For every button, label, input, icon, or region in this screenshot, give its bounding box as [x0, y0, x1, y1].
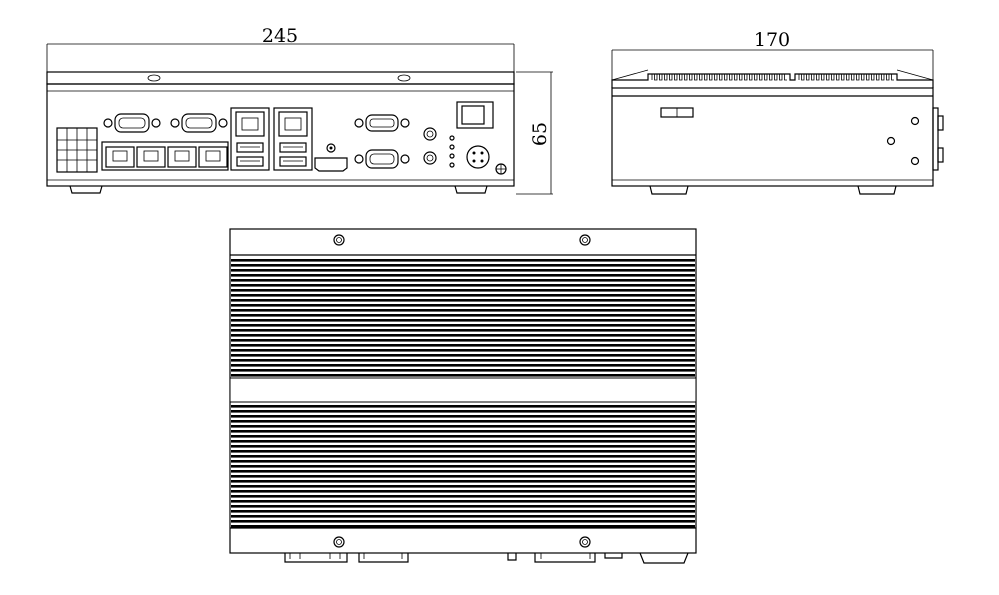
power-input-connector [466, 145, 490, 169]
serial-port [354, 114, 410, 132]
heatsink-fin [231, 279, 695, 282]
heatsink-fin [231, 354, 695, 357]
audio-jack [326, 143, 336, 153]
heatsink-fin [231, 510, 695, 513]
heatsink-fin [231, 515, 695, 518]
heatsink-fin [231, 334, 695, 337]
heatsink-fin [231, 460, 695, 463]
heatsink-fin [231, 410, 695, 413]
heatsink-fin [231, 440, 695, 443]
heatsink-fin [231, 274, 695, 277]
serial-port [170, 113, 228, 133]
heatsink-fin [231, 299, 695, 302]
heatsink-fin [231, 405, 695, 408]
lan-ports [101, 141, 229, 171]
heatsink-fin [231, 425, 695, 428]
heatsink-fin [231, 445, 695, 448]
heatsink-fin [231, 329, 695, 332]
status-leds [449, 135, 455, 168]
heatsink-fin [231, 495, 695, 498]
heatsink-fin [231, 485, 695, 488]
heatsink-fin [231, 359, 695, 362]
terminal-block [56, 127, 98, 173]
heatsink-fin [231, 264, 695, 267]
heatsink-fin [231, 374, 695, 377]
side-heatsink-fins [651, 73, 787, 81]
side-heatsink-fins [798, 73, 894, 81]
power-switch [456, 101, 494, 129]
heatsink-fin [231, 369, 695, 372]
serial-port [103, 113, 161, 133]
heatsink-fin [231, 505, 695, 508]
heatsink-fin [231, 314, 695, 317]
heatsink-fin [231, 289, 695, 292]
heatsink-fin [231, 490, 695, 493]
lan-usb-stack [273, 107, 313, 171]
heatsink-fin [231, 465, 695, 468]
heatsink-fin [231, 450, 695, 453]
heatsink-fin [231, 435, 695, 438]
front-height-dimension: 65 [529, 122, 551, 146]
heatsink-fin [231, 525, 695, 528]
front-width-dimension: 245 [262, 25, 298, 47]
front-view: 245 65 [46, 25, 553, 195]
heatsink-fin [231, 415, 695, 418]
heatsink-fins [231, 259, 695, 528]
heatsink-fin [231, 455, 695, 458]
side-depth-dimension: 170 [754, 29, 790, 51]
heatsink-fin [231, 339, 695, 342]
hdmi-port [314, 157, 348, 172]
top-view [229, 228, 697, 564]
heatsink-fin [231, 309, 695, 312]
heatsink-fin [231, 480, 695, 483]
side-view: 170 [611, 29, 944, 195]
vga-port [354, 149, 410, 169]
heatsink-fin [231, 324, 695, 327]
heatsink-fin [231, 344, 695, 347]
heatsink-fin [231, 304, 695, 307]
antenna-connector [423, 127, 437, 141]
ground-screw [495, 163, 507, 175]
lan-usb-stack [230, 107, 270, 171]
heatsink-fin [231, 259, 695, 262]
heatsink-fin [231, 420, 695, 423]
heatsink-fin [231, 475, 695, 478]
heatsink-fin [231, 284, 695, 287]
heatsink-fin [231, 430, 695, 433]
heatsink-fin [231, 269, 695, 272]
heatsink-fin [231, 364, 695, 367]
antenna-connector [423, 151, 437, 165]
heatsink-fin [231, 470, 695, 473]
heatsink-fin [231, 500, 695, 503]
rear-connectors [284, 552, 689, 564]
heatsink-fin [231, 319, 695, 322]
heatsink-fin [231, 520, 695, 523]
heatsink-fin [231, 294, 695, 297]
heatsink-fin [231, 349, 695, 352]
